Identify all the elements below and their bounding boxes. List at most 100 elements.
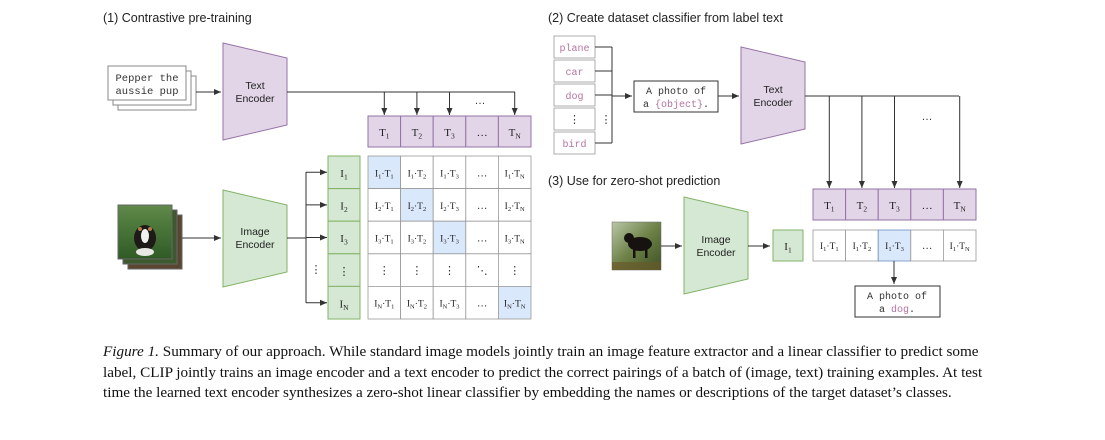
- input-text-line-2: aussie pup: [115, 86, 178, 98]
- matrix-cell-label: IN·T3: [439, 300, 459, 311]
- prompt-template-line-1: A photo of: [646, 86, 706, 98]
- matrix-cell: [497, 188, 532, 222]
- image-encoder-2-label-1: Image: [701, 234, 730, 246]
- matrix-cell: [432, 188, 467, 222]
- matrix-ellipsis: …: [477, 233, 488, 245]
- section-title-pretraining: (1) Contrastive pre-training: [103, 11, 252, 25]
- matrix-ellipsis: …: [477, 298, 488, 310]
- text-encoder-2-label-2: Encoder: [753, 97, 793, 109]
- prompt-template-box: A photo of a {object}.: [633, 80, 719, 113]
- matrix-cell-positive: [465, 253, 499, 287]
- matrix-ellipsis: ⋮: [379, 265, 390, 277]
- dog-photo-icon-2: [612, 233, 661, 270]
- zeroshot-score-label: I1·T1: [820, 242, 839, 253]
- text-embedding-cell-2: [877, 188, 912, 221]
- dog-photo-icon: [134, 225, 156, 256]
- matrix-cell-label: I3·TN: [505, 235, 525, 246]
- label-text: dog: [565, 91, 583, 103]
- zeroshot-score-label: I1·TN: [950, 242, 970, 253]
- image-encoder-label-1: Image: [240, 226, 269, 238]
- zeroshot-ellipsis: …: [922, 240, 933, 252]
- text-encoder-label-2: Encoder: [235, 93, 275, 105]
- label-list-ellipsis: ⋮: [601, 114, 612, 126]
- text-embedding-label: TN: [509, 127, 522, 141]
- image-embedding-label: IN: [339, 298, 349, 312]
- image-embedding-arrows: [306, 169, 327, 306]
- image-embedding-label: I2: [340, 201, 348, 215]
- zeroshot-score-cell: [943, 229, 977, 262]
- matrix-cell: [367, 188, 401, 222]
- prediction-line-1: A photo of: [867, 291, 927, 303]
- prediction-line-2: a dog.: [879, 304, 915, 316]
- text-embedding-cell: [367, 115, 402, 148]
- matrix-cell-label: I1·T3: [440, 169, 459, 180]
- matrix-cell-label: IN·T2: [407, 300, 427, 311]
- figure-label: Figure 1.: [103, 343, 159, 360]
- caption-text: Summary of our approach. While standard …: [103, 343, 983, 401]
- matrix-cell: [400, 253, 434, 287]
- image-embedding-cell: [327, 285, 361, 320]
- matrix-cell-positive: [367, 155, 401, 189]
- matrix-cell-label: IN·T1: [374, 300, 394, 311]
- text-encoder-pretraining: Text Encoder: [222, 42, 288, 141]
- label-text: car: [565, 68, 583, 79]
- matrix-cell: [367, 285, 401, 320]
- zeroshot-score-label: I1·T3: [885, 242, 904, 253]
- text-embedding-label: T1: [379, 127, 390, 141]
- zs-image-embedding-label: I1: [784, 241, 792, 255]
- text-embedding-label-2: TN: [954, 200, 967, 214]
- text-embedding-cell-2: [910, 188, 944, 221]
- zeroshot-score-cell: [812, 229, 846, 262]
- label-list: plane car dog ⋮ bird: [553, 35, 612, 155]
- matrix-cell-positive: [497, 285, 532, 320]
- matrix-cell-label: I3·T2: [408, 235, 427, 246]
- matrix-cell: [400, 285, 434, 320]
- image-bus-ellipsis: ⋮: [311, 264, 322, 276]
- matrix-cell: [400, 155, 434, 189]
- matrix-ellipsis: ⋮: [444, 265, 455, 277]
- figure-caption: Figure 1. Summary of our approach. While…: [103, 342, 983, 404]
- label-text: bird: [562, 139, 586, 151]
- matrix-cell-label: IN·TN: [504, 300, 526, 311]
- prompt-template-line-2: a {object}.: [643, 99, 709, 111]
- label-text: ⋮: [569, 115, 580, 127]
- matrix-cell-label: I3·T1: [375, 235, 394, 246]
- matrix-ellipsis: ⋮: [509, 265, 520, 277]
- text-embedding-arrows-2: [826, 96, 963, 188]
- image-embedding-label: I1: [340, 168, 348, 182]
- bus-ellipsis: …: [475, 95, 486, 107]
- text-embedding-label-2: T2: [857, 200, 868, 214]
- matrix-cell: [400, 220, 434, 255]
- text-encoder-classifier: Text Encoder: [740, 46, 806, 145]
- image-embedding-label: ⋮: [339, 266, 350, 278]
- label-cell: [553, 107, 596, 131]
- matrix-cell-label: I1·T2: [408, 169, 427, 180]
- zeroshot-score-cell: [910, 229, 944, 262]
- image-input-stack: [117, 204, 183, 270]
- zs-image-embedding: I1: [772, 229, 804, 262]
- text-embedding-label: …: [477, 127, 488, 139]
- matrix-ellipsis: …: [477, 167, 488, 179]
- matrix-cell-label: I3·T3: [440, 235, 459, 246]
- image-embedding-cell: [327, 220, 361, 255]
- label-text: plane: [559, 43, 589, 55]
- matrix-cell-label: I2·T2: [408, 202, 427, 213]
- text-encoder-label-1: Text: [245, 80, 264, 92]
- matrix-cell: [497, 253, 532, 287]
- matrix-ellipsis: …: [477, 200, 488, 212]
- matrix-ellipsis: ⋮: [411, 265, 422, 277]
- matrix-cell: [367, 253, 401, 287]
- matrix-cell: [497, 220, 532, 255]
- image-encoder-zeroshot: Image Encoder: [683, 196, 749, 295]
- matrix-cell-positive: [400, 188, 434, 222]
- matrix-cell: [432, 285, 467, 320]
- text-input-stack: Pepper the aussie pup: [107, 65, 197, 111]
- bus-ellipsis-2: …: [922, 111, 933, 123]
- matrix-ellipsis: ⋱: [477, 265, 488, 277]
- text-embedding-label: T3: [444, 127, 455, 141]
